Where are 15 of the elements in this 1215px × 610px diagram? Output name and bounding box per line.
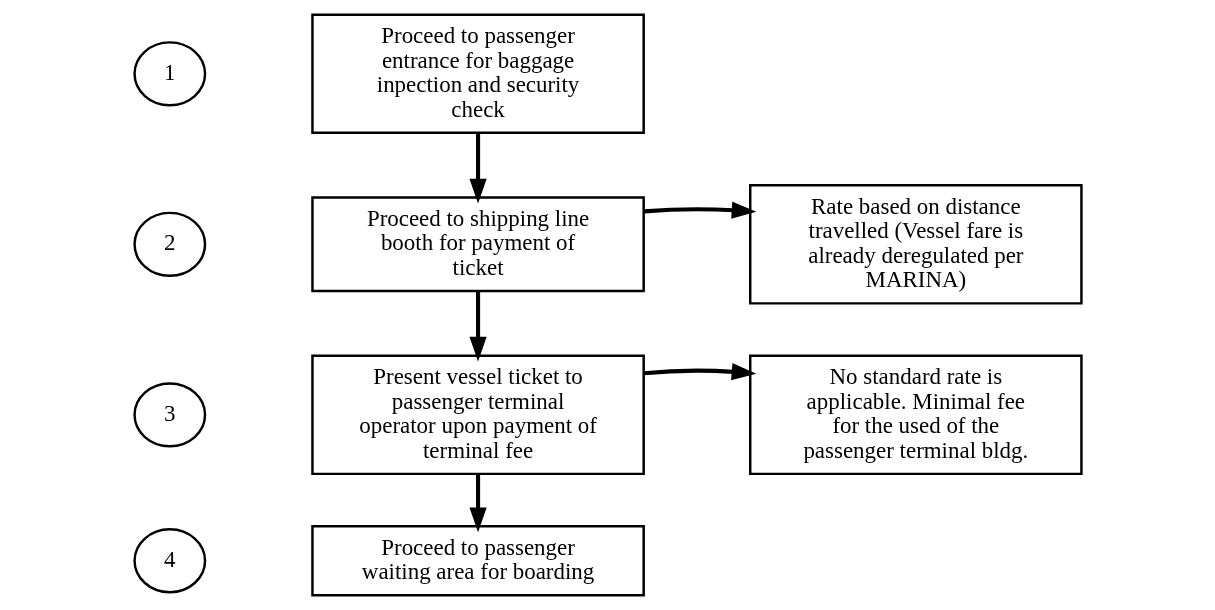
- node-box: Proceed to passenger waiting area for boarding: [310, 525, 645, 597]
- node-box: Present vessel ticket to passenger terminal operator upon payment of terminal fee: [310, 354, 645, 476]
- node-box: Proceed to shipping line booth for payment of ticket: [310, 196, 645, 293]
- arrow: [468, 474, 487, 533]
- arrow: [643, 201, 756, 219]
- node-ellipse: 4: [132, 528, 206, 594]
- node-ellipse: 2: [132, 211, 206, 277]
- arrow: [468, 291, 487, 362]
- arrow: [468, 133, 487, 204]
- node-box: Proceed to passenger entrance for baggage inpection and security check: [310, 13, 645, 135]
- node-box: No standard rate is applicable. Minimal fee for the used of the passenger terminal bldg.: [748, 354, 1083, 476]
- node-ellipse: 1: [132, 41, 206, 107]
- node-ellipse: 3: [132, 382, 206, 448]
- arrow: [643, 363, 756, 381]
- node-box: Rate based on distance travelled (Vessel fare is already deregulated per MARINA): [748, 184, 1083, 305]
